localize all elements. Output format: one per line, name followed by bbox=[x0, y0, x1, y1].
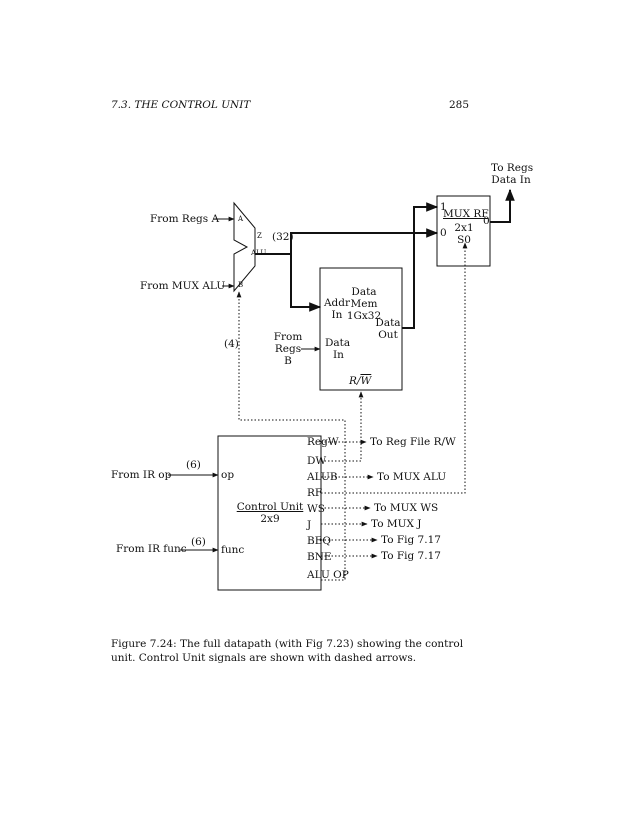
alu-out-to-mem-addr-bus bbox=[290, 254, 322, 312]
mux-out-bus bbox=[490, 188, 515, 223]
signal-alu-op: ALU OP bbox=[307, 569, 349, 581]
signal-dw: DW bbox=[307, 455, 327, 467]
figure-caption: Figure 7.24: The full datapath (with Fig… bbox=[111, 638, 464, 664]
rf-signal bbox=[321, 242, 468, 494]
dest-reg-file-rw: To Reg File R/W bbox=[370, 436, 456, 448]
dw-signal bbox=[321, 391, 364, 462]
alu-name: ALU bbox=[251, 249, 267, 257]
mux-rf-out0: 0 bbox=[483, 215, 490, 227]
alu-op-signal bbox=[236, 291, 346, 581]
signal-rf: RF bbox=[307, 487, 323, 499]
dest-mux-alu: To MUX ALU bbox=[377, 471, 447, 483]
dest-mux-j: To MUX J bbox=[371, 518, 422, 530]
alu-port-b: B bbox=[238, 281, 244, 289]
from-regs-a-label: From Regs A bbox=[150, 213, 220, 225]
page-number: 285 bbox=[449, 99, 470, 111]
from-ir-op-label: From IR op bbox=[111, 469, 172, 481]
ir-op-width: (6) bbox=[186, 459, 201, 471]
mux-rf-in1: 1 bbox=[440, 201, 447, 213]
signal-regw: RegW bbox=[307, 436, 339, 448]
dest-fig-7-17-beq: To Fig 7.17 bbox=[381, 534, 441, 546]
signal-alub: ALUB bbox=[307, 471, 338, 483]
mux-rf-in0: 0 bbox=[440, 227, 447, 239]
from-ir-func-label: From IR func bbox=[116, 543, 187, 555]
memory-rw-label: R/W bbox=[349, 375, 372, 387]
alu-op-width-label: (4) bbox=[224, 338, 239, 350]
signal-j: J bbox=[307, 519, 312, 531]
op-port-label: op bbox=[221, 469, 235, 481]
running-header: 7.3. THE CONTROL UNIT bbox=[111, 99, 251, 111]
ir-func-width: (6) bbox=[191, 536, 206, 548]
signal-beq: BEQ bbox=[307, 535, 331, 547]
alu-port-z: Z bbox=[257, 232, 262, 240]
signal-bne: BNE bbox=[307, 551, 332, 563]
alu-out-to-mux-bus bbox=[255, 228, 439, 255]
alu-port-a: A bbox=[238, 215, 244, 223]
dest-mux-ws: To MUX WS bbox=[374, 502, 439, 514]
bus-width-label: (32) bbox=[272, 231, 294, 243]
dest-fig-7-17-bne: To Fig 7.17 bbox=[381, 550, 441, 562]
from-mux-alu-label: From MUX ALU bbox=[140, 280, 226, 292]
mem-out-to-mux-bus bbox=[402, 202, 439, 329]
func-port-label: func bbox=[221, 544, 245, 556]
mux-rf-name: MUX RF bbox=[443, 208, 489, 220]
signal-ws: WS bbox=[307, 503, 325, 515]
alu-shape bbox=[233, 201, 256, 293]
control-unit-box bbox=[217, 435, 322, 591]
